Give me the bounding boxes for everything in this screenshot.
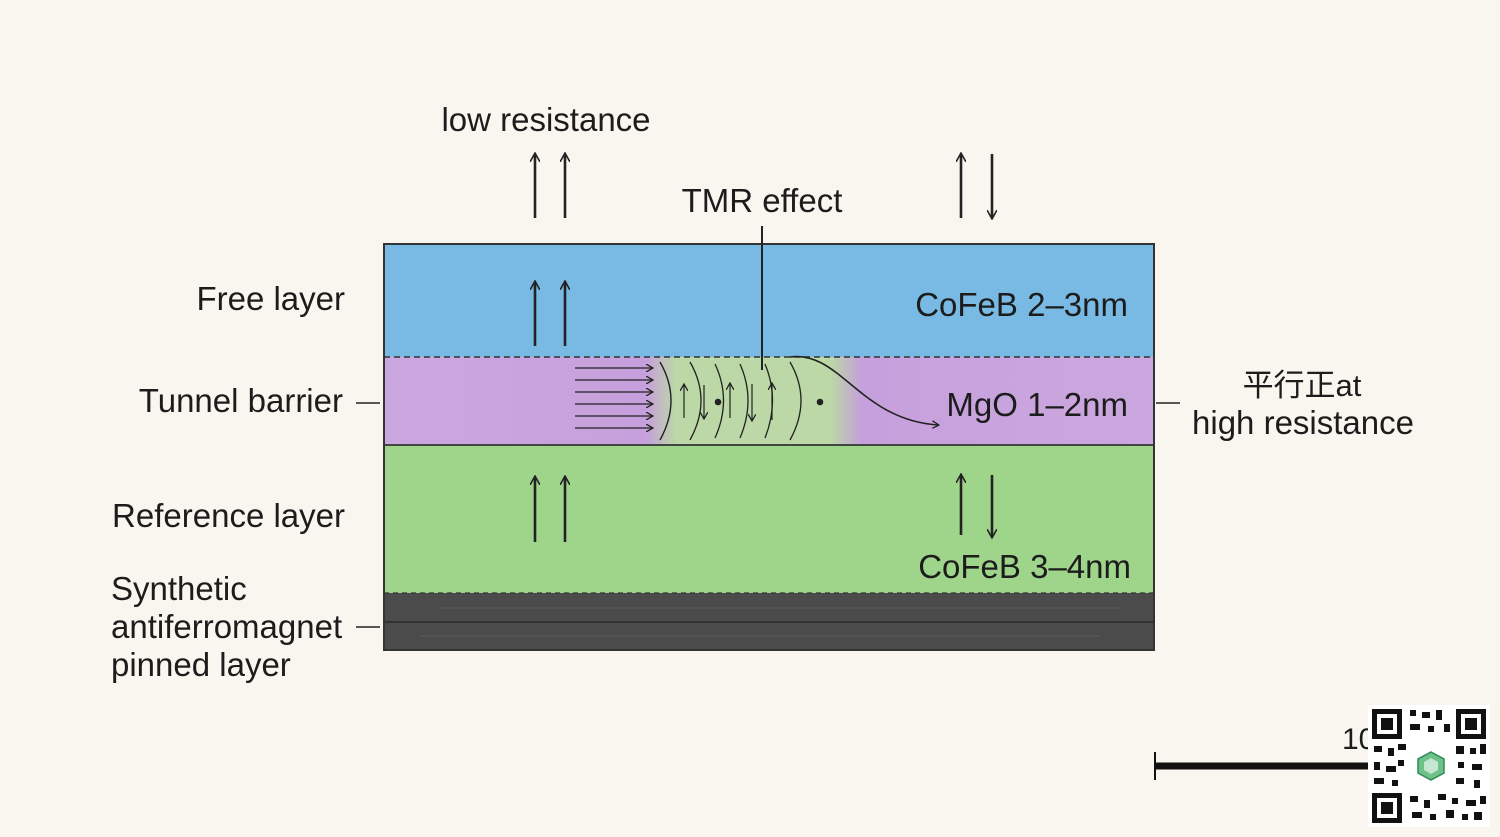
qr-code-icon — [1368, 705, 1490, 827]
free-layer-label: Free layer — [196, 280, 345, 317]
tmr-effect-label: TMR effect — [682, 182, 843, 219]
right-label-line1: 平行正at — [1243, 368, 1362, 403]
barrier-spec: MgO 1–2nm — [946, 386, 1128, 423]
antiparallel-arrows-top — [961, 154, 992, 218]
free-layer — [384, 244, 1154, 357]
reference-layer-label: Reference layer — [112, 497, 345, 534]
layer-stack — [383, 243, 1155, 651]
tunnel-barrier-label: Tunnel barrier — [139, 382, 343, 419]
parallel-arrows-top — [535, 154, 565, 218]
free-layer-arrows — [535, 282, 565, 346]
saf-label-line2: antiferromagnet — [111, 608, 342, 645]
low-resistance-label: low resistance — [441, 101, 650, 138]
tunneling-sketch — [575, 355, 938, 441]
free-layer-spec: CoFeB 2–3nm — [915, 286, 1128, 323]
right-label-line2: high resistance — [1192, 404, 1414, 441]
reference-layer — [384, 445, 1154, 593]
reference-layer-spec: CoFeB 3–4nm — [918, 548, 1131, 585]
saf-label-line1: Synthetic — [111, 570, 247, 607]
scale-bar: 10 — [1154, 723, 1385, 780]
reference-layer-arrows — [535, 475, 992, 542]
saf-label-line3: pinned layer — [111, 646, 291, 683]
tunnel-barrier-layer — [384, 357, 1154, 445]
